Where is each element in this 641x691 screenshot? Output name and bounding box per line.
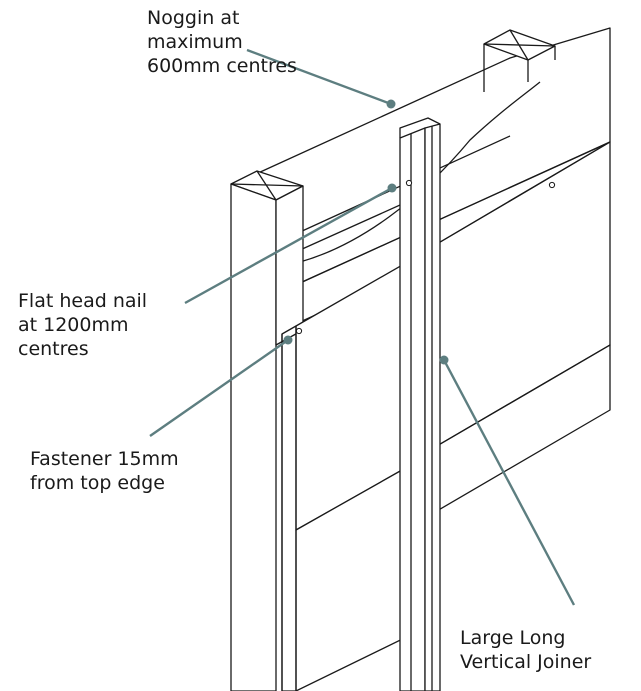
joiner-leader	[442, 359, 576, 606]
right-wall-panels	[429, 141, 611, 516]
noggin-leader	[246, 48, 392, 106]
fastener-label: Fastener 15mm from top edge	[30, 448, 179, 494]
vertical-joiner	[399, 117, 441, 691]
noggin-label: Noggin at maximum 600mm centres	[147, 7, 297, 77]
nail-hole-joiner	[405, 179, 413, 187]
front-wall-panels	[295, 251, 426, 691]
joiner-label: Large Long Vertical Joiner	[460, 627, 592, 673]
left-stud	[230, 170, 304, 691]
fastener-leader	[149, 339, 289, 437]
fastener-hole-front-panel	[295, 327, 303, 335]
nail-hole-right-panel	[548, 181, 556, 189]
rear-stud-top	[483, 29, 556, 92]
nail-leader	[184, 186, 393, 305]
leader-lines	[149, 48, 576, 606]
board-edge-section	[281, 325, 297, 691]
nail-label: Flat head nail at 1200mm centres	[18, 290, 148, 360]
nail-leader-dot	[387, 183, 397, 193]
fastener-leader-dot	[283, 335, 293, 345]
noggin-leader-dot	[386, 99, 396, 109]
joiner-leader-dot	[439, 355, 449, 365]
